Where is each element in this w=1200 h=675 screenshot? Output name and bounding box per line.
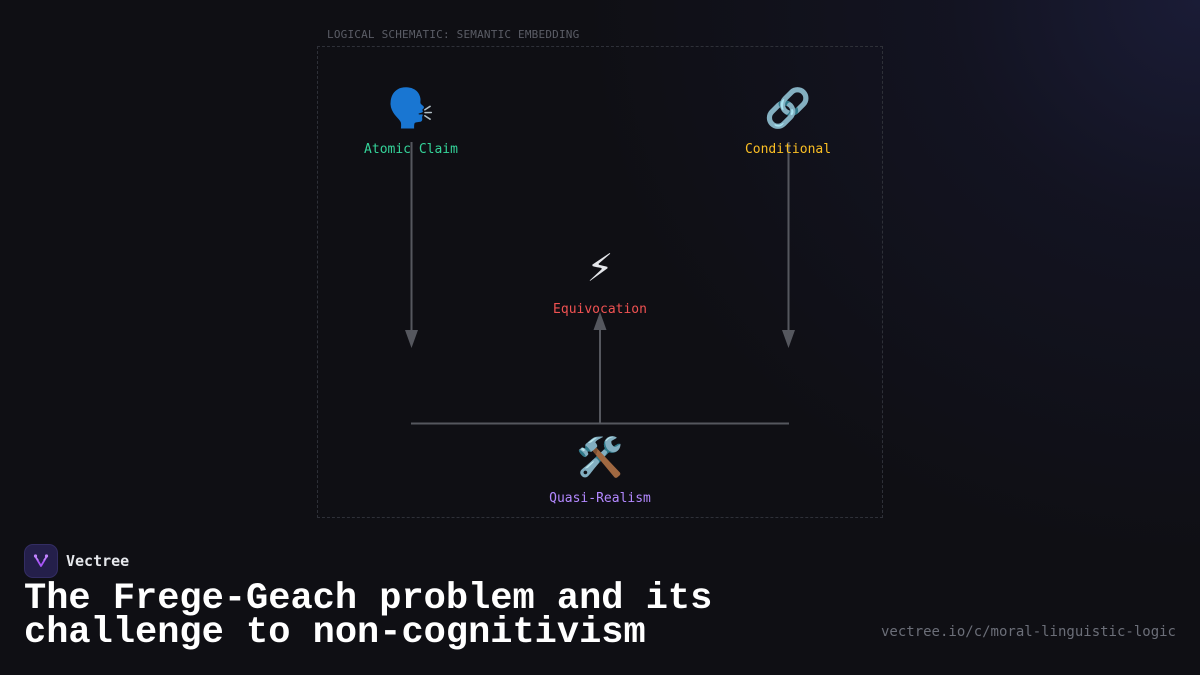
schematic-frame [317, 46, 883, 518]
brand-name: Vectree [66, 552, 130, 570]
page-title: The Frege-Geach problem and its challeng… [24, 578, 744, 654]
node-label: Equivocation [553, 302, 647, 317]
title-line-2: challenge to non-cognitivism [24, 612, 646, 654]
node-label: Conditional [744, 142, 832, 157]
schematic-caption: LOGICAL SCHEMATIC: SEMANTIC EMBEDDING [327, 28, 580, 41]
node-label: Atomic Claim [364, 142, 458, 157]
vectree-logo-icon [24, 544, 58, 578]
lightning-icon: ⚡ [586, 246, 614, 290]
title-line-1: The Frege-Geach problem and its [24, 578, 713, 620]
brand[interactable]: Vectree [24, 544, 129, 578]
node-equivocation[interactable]: ⚡ Equivocation [553, 246, 647, 317]
node-label: Quasi-Realism [549, 491, 651, 506]
link-icon: 🔗 [764, 86, 812, 130]
speaking-head-icon: 🗣️ [387, 86, 435, 130]
node-conditional[interactable]: 🔗 Conditional [745, 86, 831, 157]
node-atomic-claim[interactable]: 🗣️ Atomic Claim [364, 86, 458, 157]
node-quasi-realism[interactable]: 🛠️ Quasi-Realism [549, 435, 651, 506]
source-url[interactable]: vectree.io/c/moral-linguistic-logic [880, 624, 1176, 640]
hammer-and-wrench-icon: 🛠️ [576, 435, 624, 479]
